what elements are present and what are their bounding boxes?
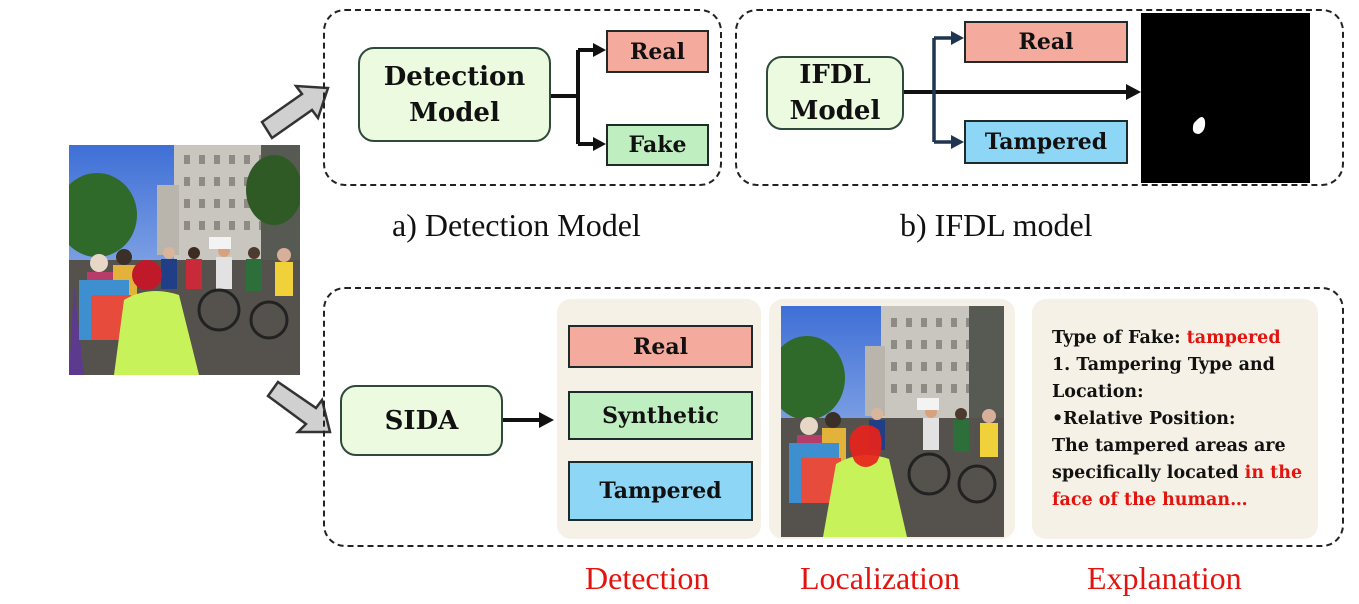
ifdl-model-caption: b) IFDL model xyxy=(900,207,1093,243)
sida-synthetic-label: Synthetic xyxy=(568,391,753,440)
explanation-type-line: Type of Fake: tampered xyxy=(1052,328,1281,348)
crowd-photo-illustration xyxy=(69,145,300,375)
explanation-heading: 1. Tampering Type and Location: xyxy=(1052,355,1275,402)
ifdl-real-label: Real xyxy=(964,21,1128,63)
sida-tampered-label: Tampered xyxy=(568,461,753,521)
sida-panel xyxy=(323,287,1344,547)
detection-real-label: Real xyxy=(606,30,709,73)
ifdl-model-box: IFDL Model xyxy=(766,56,904,130)
highlighted-face-region xyxy=(849,424,882,467)
localization-photo-illustration xyxy=(781,306,1004,537)
caption-localization: Localization xyxy=(800,560,960,596)
sida-explanation-column xyxy=(1032,299,1318,539)
explanation-text: Type of Fake: tampered 1. Tampering Type… xyxy=(1052,325,1310,514)
sida-model-box: SIDA xyxy=(340,385,503,456)
localization-photo xyxy=(781,306,1004,537)
detection-model-box: Detection Model xyxy=(358,47,551,142)
ifdl-model-panel xyxy=(735,9,1344,186)
ifdl-tampered-label: Tampered xyxy=(964,120,1128,164)
explanation-body: The tampered areas are specifically loca… xyxy=(1052,436,1303,510)
detection-model-panel xyxy=(323,9,722,186)
caption-detection: Detection xyxy=(585,560,710,596)
detection-fake-label: Fake xyxy=(606,124,709,166)
input-photo xyxy=(69,145,300,375)
sida-real-label: Real xyxy=(568,325,753,368)
mask-blob xyxy=(1192,117,1206,134)
mask-output-image xyxy=(1141,13,1310,183)
explanation-bullet: •Relative Position: xyxy=(1052,409,1236,429)
arrow-to-bottom-icon xyxy=(266,380,332,434)
caption-explanation: Explanation xyxy=(1087,560,1242,596)
detection-model-caption: a) Detection Model xyxy=(392,207,641,243)
